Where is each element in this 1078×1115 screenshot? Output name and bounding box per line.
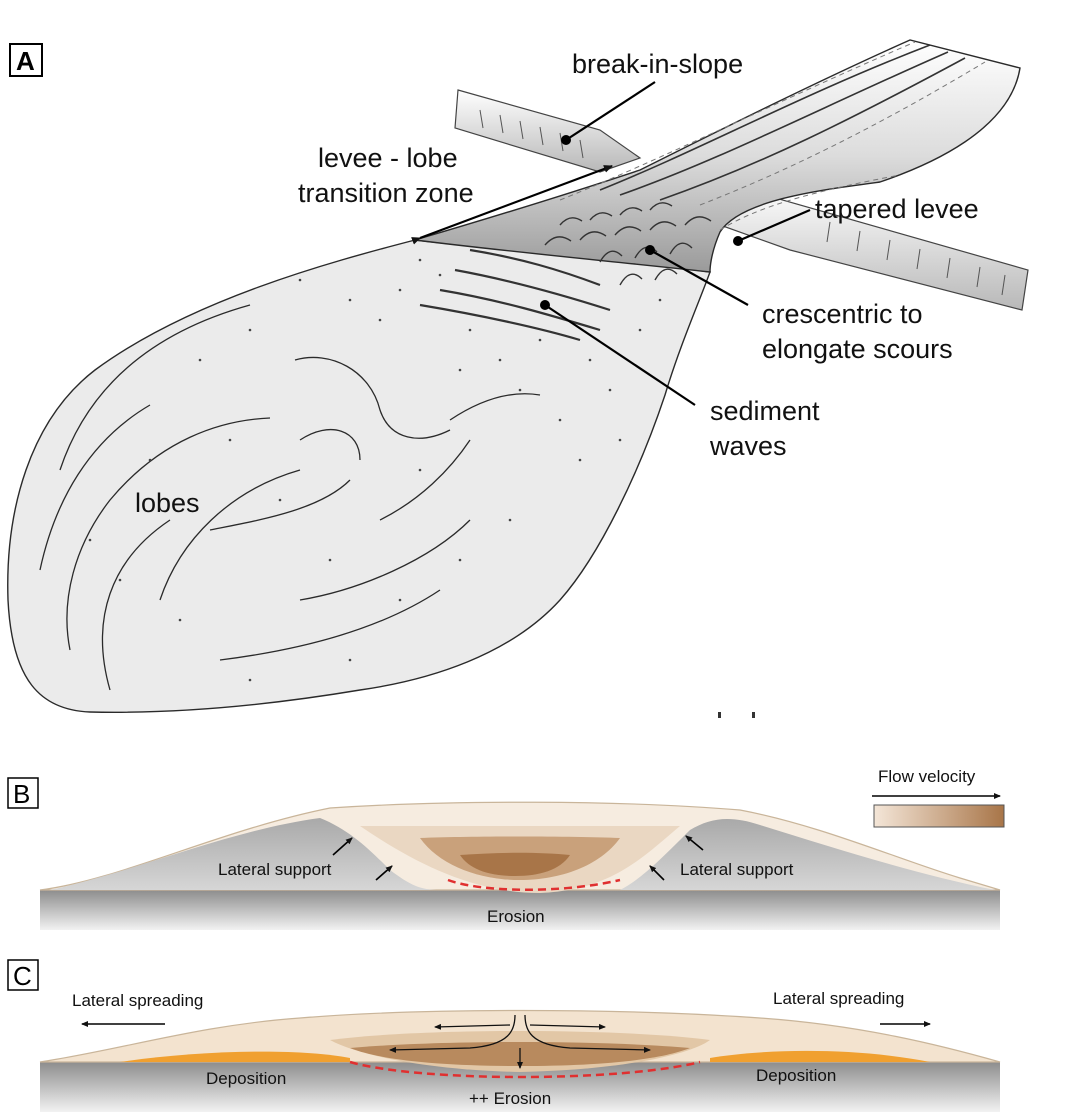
levee-left	[455, 90, 640, 172]
panel-b-label-support-right: Lateral support	[680, 860, 794, 879]
label-transition-line1: levee - lobe	[318, 143, 458, 173]
label-lobes: lobes	[135, 488, 200, 518]
panel-c-label-spreading-left: Lateral spreading	[72, 991, 203, 1010]
panel-b-label-erosion: Erosion	[487, 907, 545, 926]
panel-c-label-spreading-right: Lateral spreading	[773, 989, 904, 1008]
label-waves-line2: waves	[709, 431, 787, 461]
label-scours-line1: crescentric to	[762, 299, 923, 329]
panel-b-letter: B	[13, 779, 30, 809]
panel-a-letter: A	[16, 46, 35, 76]
label-transition-line2: transition zone	[298, 178, 474, 208]
panel-b-label-support-left: Lateral support	[218, 860, 332, 879]
leader-break-in-slope	[566, 82, 655, 140]
small-marks	[718, 712, 755, 718]
flow-velocity-scale	[874, 805, 1004, 827]
label-scours-line2: elongate scours	[762, 334, 953, 364]
panel-c-label-erosion: ++ Erosion	[469, 1089, 551, 1108]
flow-velocity-label: Flow velocity	[878, 767, 976, 786]
panel-c-label-deposition-right: Deposition	[756, 1066, 836, 1085]
label-tapered-levee: tapered levee	[815, 194, 979, 224]
panel-b: B Flow velocity Lateral support Lateral …	[8, 767, 1004, 930]
panel-c: C Lateral spreading Lateral spreading De…	[8, 960, 1000, 1112]
label-waves-line1: sediment	[710, 396, 820, 426]
panel-c-label-deposition-left: Deposition	[206, 1069, 286, 1088]
label-break-in-slope: break-in-slope	[572, 49, 743, 79]
panel-c-letter: C	[13, 961, 32, 991]
panel-a: A break-in-slope levee - lobe transition…	[8, 40, 1028, 718]
lobe-body	[8, 240, 710, 712]
